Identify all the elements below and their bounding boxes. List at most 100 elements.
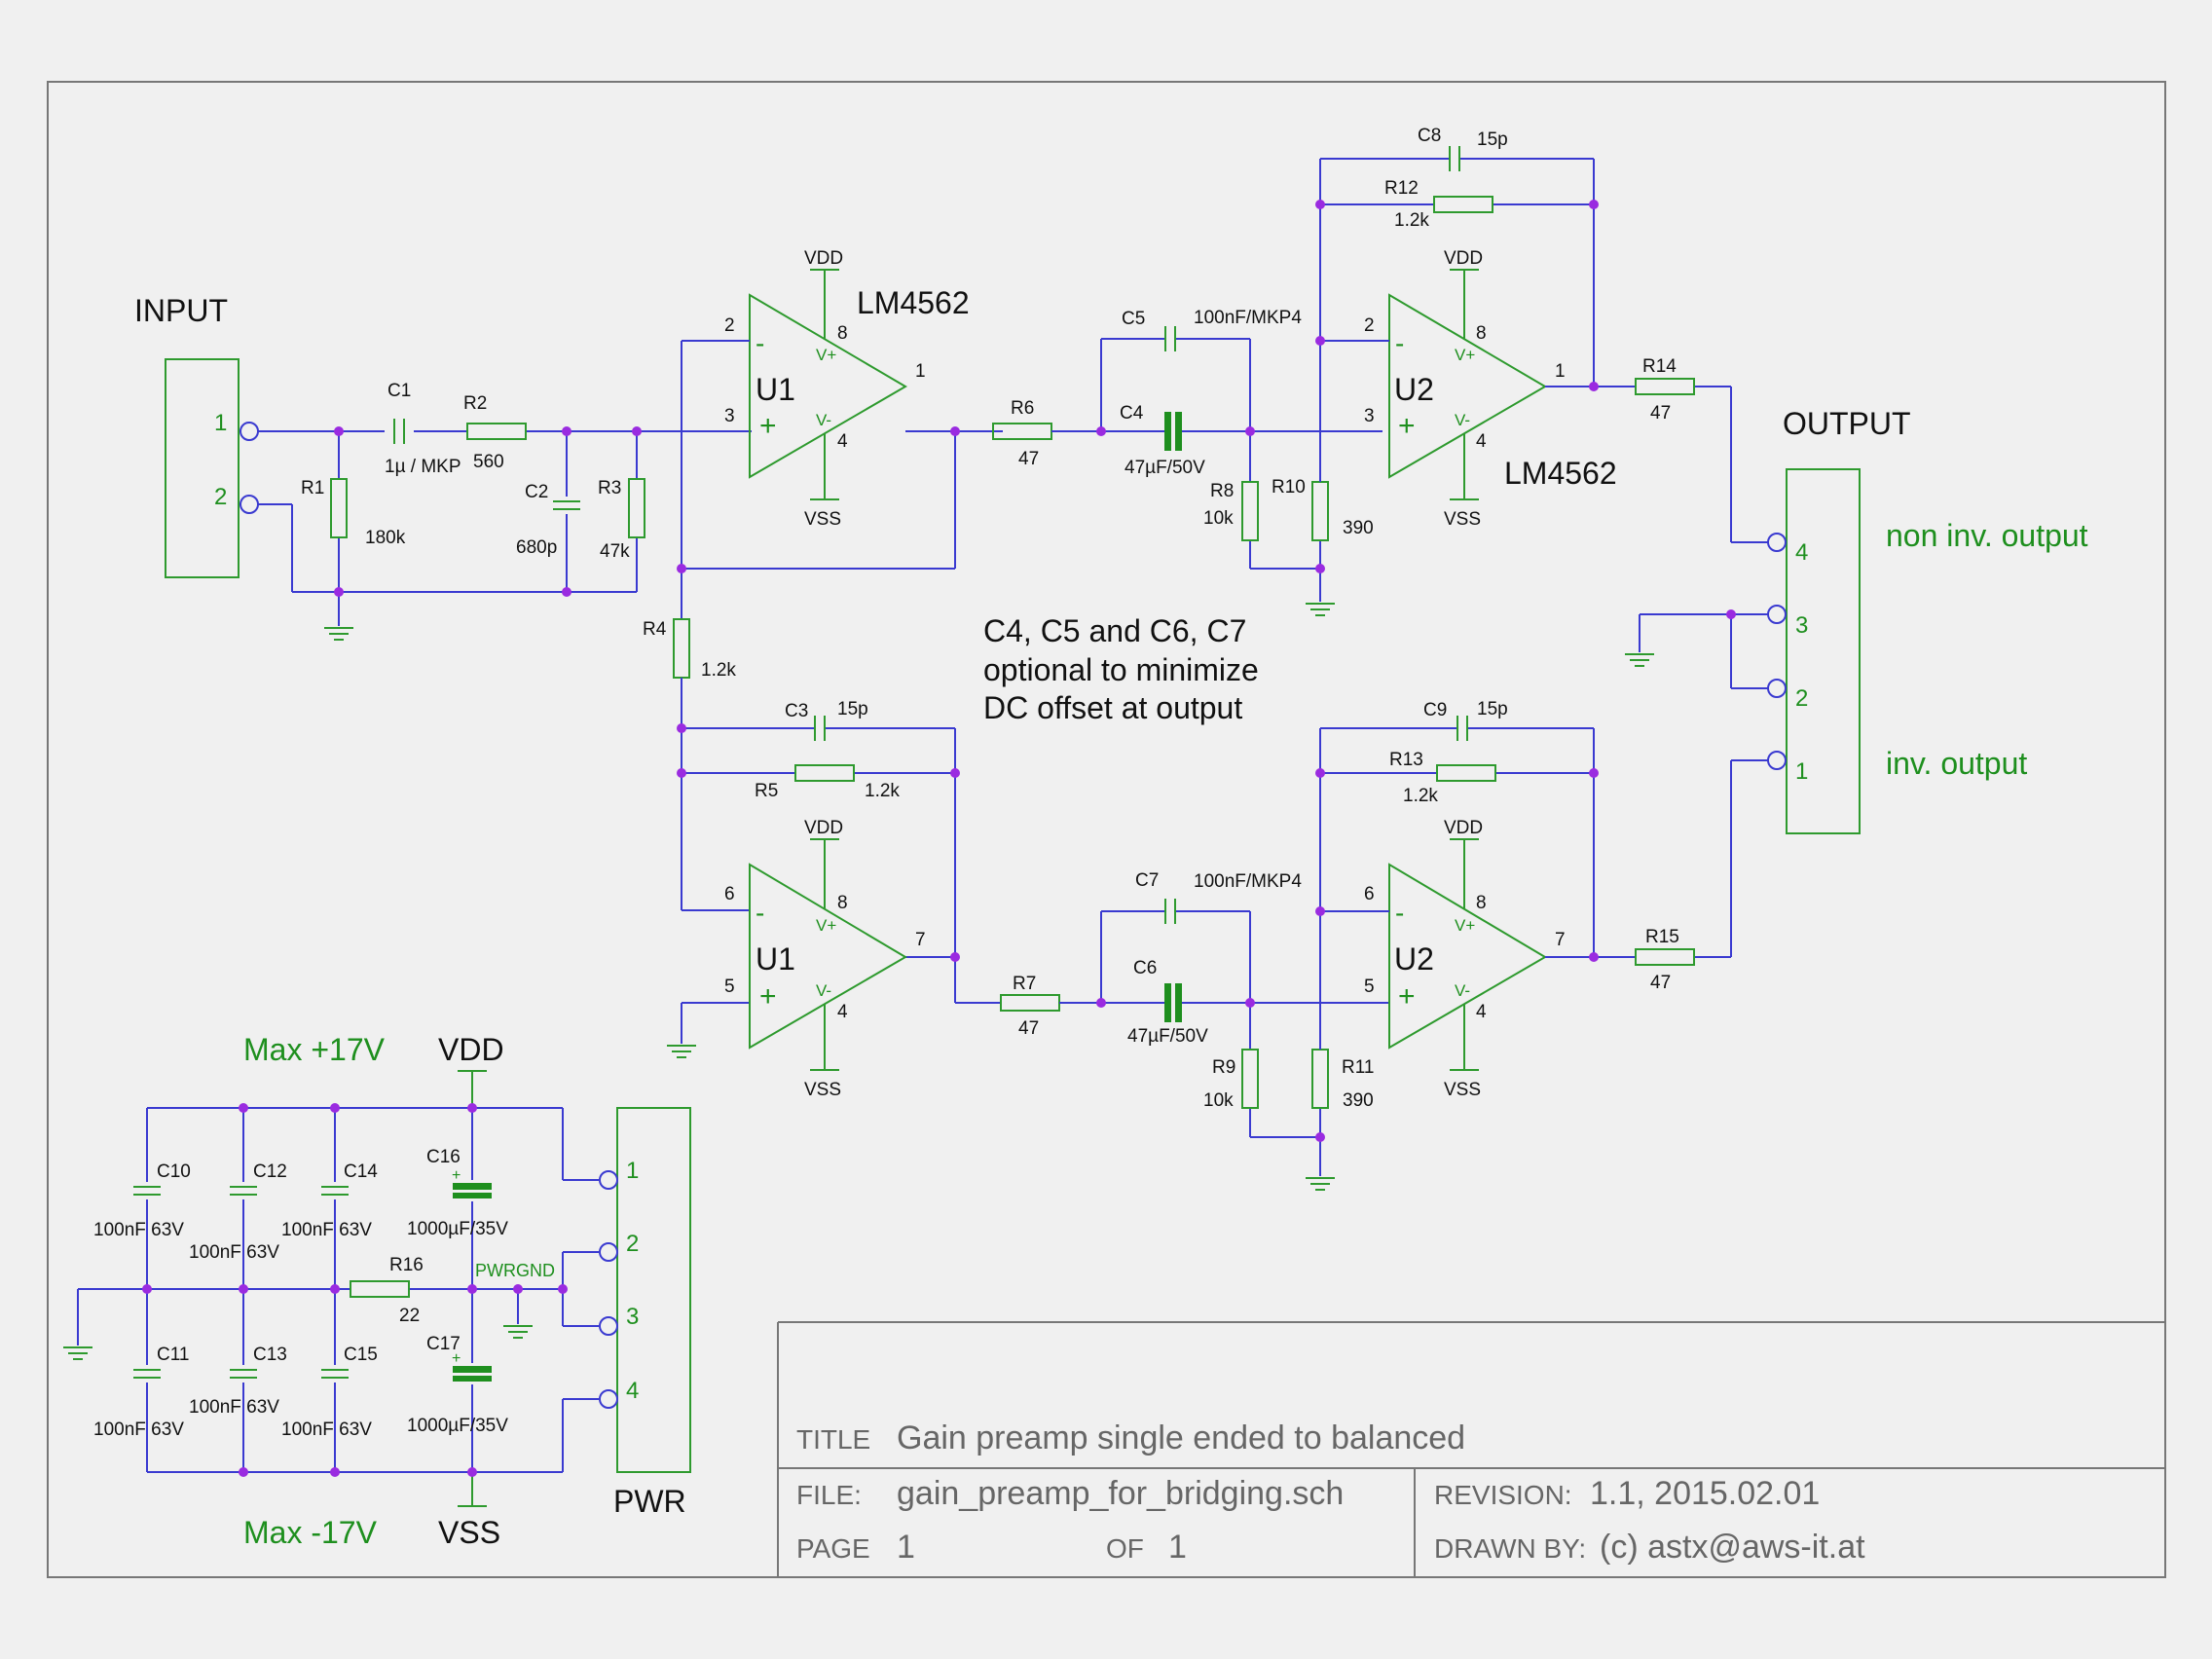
- svg-text:U1: U1: [756, 941, 795, 977]
- svg-text:VSS: VSS: [804, 1080, 841, 1100]
- svg-text:10k: 10k: [1203, 1090, 1234, 1111]
- svg-text:R15: R15: [1645, 927, 1679, 947]
- svg-text:V+: V+: [1455, 916, 1475, 935]
- svg-text:4: 4: [837, 1002, 848, 1022]
- svg-text:1: 1: [915, 361, 926, 382]
- svg-text:VSS: VSS: [1444, 1080, 1481, 1100]
- svg-text:VSS: VSS: [804, 509, 841, 530]
- svg-text:C5: C5: [1122, 309, 1145, 329]
- svg-text:V-: V-: [1455, 981, 1470, 1000]
- svg-text:47: 47: [1018, 449, 1039, 469]
- R8: R8 10k: [1203, 481, 1259, 541]
- svg-text:R3: R3: [598, 478, 621, 498]
- C17: + C17 1000µF/35V: [407, 1334, 508, 1436]
- opamp-u2a: - + U2 LM4562 V+ V- 2 3 1 8 4 VDD VSS: [1364, 248, 1617, 530]
- of-value: 1: [1168, 1529, 1187, 1566]
- svg-text:C1: C1: [387, 381, 411, 401]
- svg-text:C4: C4: [1120, 403, 1144, 424]
- svg-text:47: 47: [1650, 403, 1671, 424]
- svg-text:680p: 680p: [516, 537, 557, 558]
- file-label: FILE:: [796, 1480, 862, 1510]
- svg-text:47µF/50V: 47µF/50V: [1127, 1026, 1208, 1047]
- svg-text:C3: C3: [785, 701, 808, 721]
- output-connector: OUTPUT 4 3 2 1 non inv. output inv. outp…: [1767, 406, 2088, 834]
- page-value: 1: [897, 1529, 915, 1566]
- svg-text:+: +: [759, 410, 777, 442]
- svg-text:47: 47: [1650, 973, 1671, 993]
- svg-text:1000µF/35V: 1000µF/35V: [407, 1416, 508, 1436]
- vss-label: VSS: [438, 1515, 500, 1550]
- svg-text:100nF 63V: 100nF 63V: [189, 1242, 279, 1263]
- R4: R4 1.2k: [643, 618, 736, 681]
- input-pin-2: 2: [214, 484, 227, 510]
- R15: R15 47: [1635, 927, 1695, 993]
- svg-text:C4, C5 and C6, C7: C4, C5 and C6, C7: [983, 613, 1246, 648]
- C4: C4 47µF/50V: [1120, 403, 1205, 478]
- svg-text:1: 1: [1795, 758, 1808, 785]
- svg-text:R6: R6: [1011, 398, 1034, 419]
- u1a-wiring: [681, 340, 1003, 619]
- svg-text:8: 8: [837, 323, 848, 344]
- svg-text:1000µF/35V: 1000µF/35V: [407, 1219, 508, 1239]
- input-label: INPUT: [134, 293, 228, 328]
- C3: C3 15p: [785, 699, 868, 742]
- svg-text:100nF 63V: 100nF 63V: [93, 1419, 184, 1440]
- C1: C1 1µ / MKP: [385, 381, 461, 477]
- svg-text:V+: V+: [816, 916, 836, 935]
- svg-text:VSS: VSS: [1444, 509, 1481, 530]
- input-connector: INPUT 1 2: [134, 293, 259, 578]
- svg-text:VDD: VDD: [1444, 818, 1483, 838]
- svg-text:C11: C11: [157, 1345, 189, 1365]
- svg-text:390: 390: [1343, 1090, 1374, 1111]
- svg-text:-: -: [756, 898, 764, 928]
- svg-text:V-: V-: [816, 411, 831, 429]
- svg-text:1.2k: 1.2k: [1403, 786, 1438, 806]
- C15: C15 100nF 63V: [281, 1345, 378, 1440]
- pwr-connector: 1 2 3 4 PWR: [599, 1107, 691, 1519]
- svg-text:4: 4: [837, 431, 848, 452]
- svg-text:V-: V-: [816, 981, 831, 1000]
- input-wiring: [258, 430, 752, 641]
- svg-text:1.2k: 1.2k: [1394, 210, 1429, 231]
- svg-text:V+: V+: [1455, 346, 1475, 364]
- output-label: OUTPUT: [1783, 406, 1911, 441]
- svg-text:1: 1: [626, 1158, 639, 1184]
- svg-text:15p: 15p: [837, 699, 868, 719]
- C10: C10 100nF 63V: [93, 1161, 191, 1240]
- svg-text:C8: C8: [1418, 126, 1441, 146]
- svg-text:R10: R10: [1272, 477, 1306, 498]
- R16: R16 22: [350, 1255, 424, 1326]
- svg-text:C7: C7: [1135, 870, 1159, 891]
- C9: C9 15p: [1423, 699, 1508, 742]
- svg-text:-: -: [1395, 898, 1404, 928]
- svg-text:8: 8: [1476, 323, 1487, 344]
- C12: C12 100nF 63V: [189, 1161, 287, 1263]
- sheet-frame: [47, 81, 2166, 1578]
- svg-text:180k: 180k: [365, 528, 406, 548]
- R9: R9 10k: [1203, 1049, 1259, 1111]
- of-label: OF: [1106, 1533, 1144, 1564]
- svg-text:100nF 63V: 100nF 63V: [93, 1220, 184, 1240]
- svg-text:+: +: [759, 980, 777, 1013]
- svg-text:3: 3: [1364, 406, 1375, 426]
- svg-text:R14: R14: [1642, 356, 1677, 377]
- opamp-u1b: - + U1 V+ V- 6 5 7 8 4 VDD VSS: [724, 818, 926, 1100]
- drawn-by-value: (c) astx@aws-it.at: [1600, 1529, 1865, 1566]
- title-label: TITLE: [796, 1424, 870, 1455]
- svg-text:optional to minimize: optional to minimize: [983, 652, 1259, 687]
- R13: R13 1.2k: [1389, 750, 1496, 806]
- revision-label: REVISION:: [1434, 1480, 1572, 1510]
- title-block: TITLE Gain preamp single ended to balanc…: [777, 1321, 2165, 1577]
- svg-text:5: 5: [1364, 977, 1375, 997]
- svg-text:2: 2: [1795, 685, 1808, 712]
- R14: R14 47: [1635, 356, 1695, 424]
- svg-text:V+: V+: [816, 346, 836, 364]
- drawn-by-label: DRAWN BY:: [1434, 1533, 1586, 1564]
- svg-text:U2: U2: [1394, 941, 1434, 977]
- svg-text:R11: R11: [1342, 1057, 1374, 1078]
- svg-text:2: 2: [724, 315, 735, 336]
- svg-text:100nF 63V: 100nF 63V: [189, 1397, 279, 1418]
- R3: R3 47k: [598, 478, 645, 562]
- svg-text:560: 560: [473, 452, 504, 472]
